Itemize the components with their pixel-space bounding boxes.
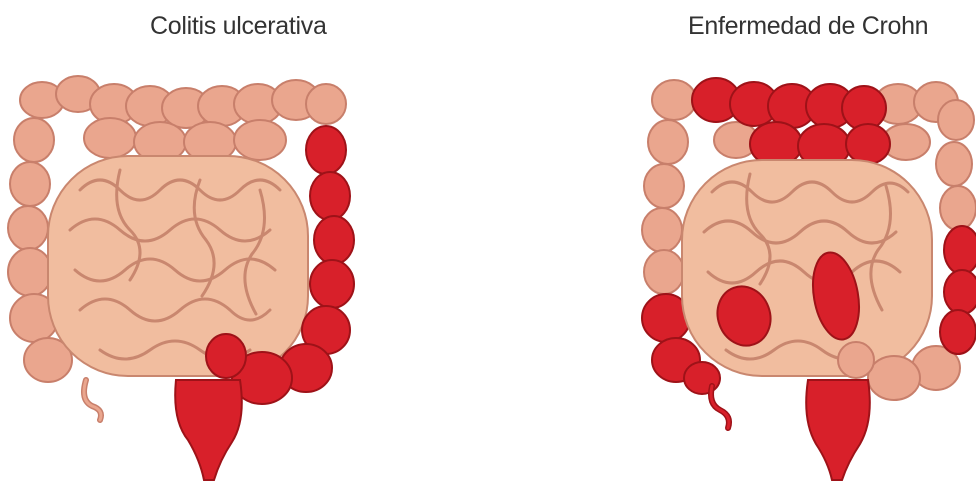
panel-title-ulcerative-colitis: Colitis ulcerativa	[150, 12, 327, 41]
rectum-inflamed	[175, 380, 242, 480]
transverse-colon	[20, 76, 346, 162]
rectum-inflamed	[806, 380, 870, 480]
intestine-illustration-ulcerative-colitis	[0, 60, 360, 480]
descending-colon-inflamed	[940, 226, 976, 354]
intestine-illustration-crohns-disease	[636, 60, 976, 480]
small-intestine	[682, 160, 932, 376]
panel-title-crohns-disease: Enfermedad de Crohn	[688, 12, 928, 41]
small-intestine	[48, 156, 308, 376]
